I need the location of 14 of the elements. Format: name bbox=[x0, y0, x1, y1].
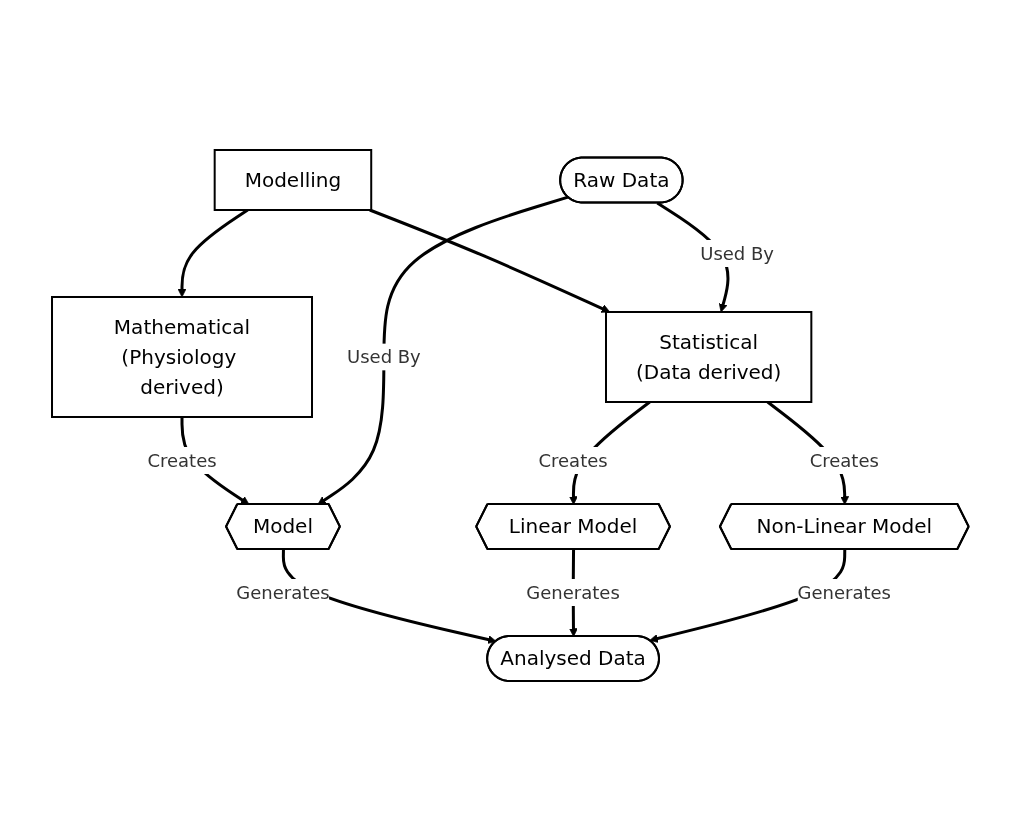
arrow bbox=[317, 195, 569, 505]
arrow bbox=[369, 208, 611, 313]
edge-label: Creates bbox=[809, 449, 880, 471]
edge-label: Generates bbox=[797, 581, 892, 603]
edge-label: Generates bbox=[236, 581, 330, 603]
edge-label: Creates bbox=[538, 449, 608, 471]
edge-label: Used By bbox=[347, 345, 421, 367]
edge-label: Generates bbox=[526, 581, 620, 603]
edge-label: Used By bbox=[700, 242, 775, 264]
edge-label: Creates bbox=[147, 449, 217, 471]
node-box: Modelling bbox=[213, 148, 373, 211]
node-box: Statistical (Data derived) bbox=[605, 310, 813, 403]
arrow bbox=[177, 208, 249, 297]
node-box: Mathematical (Physiology derived) bbox=[51, 295, 314, 418]
